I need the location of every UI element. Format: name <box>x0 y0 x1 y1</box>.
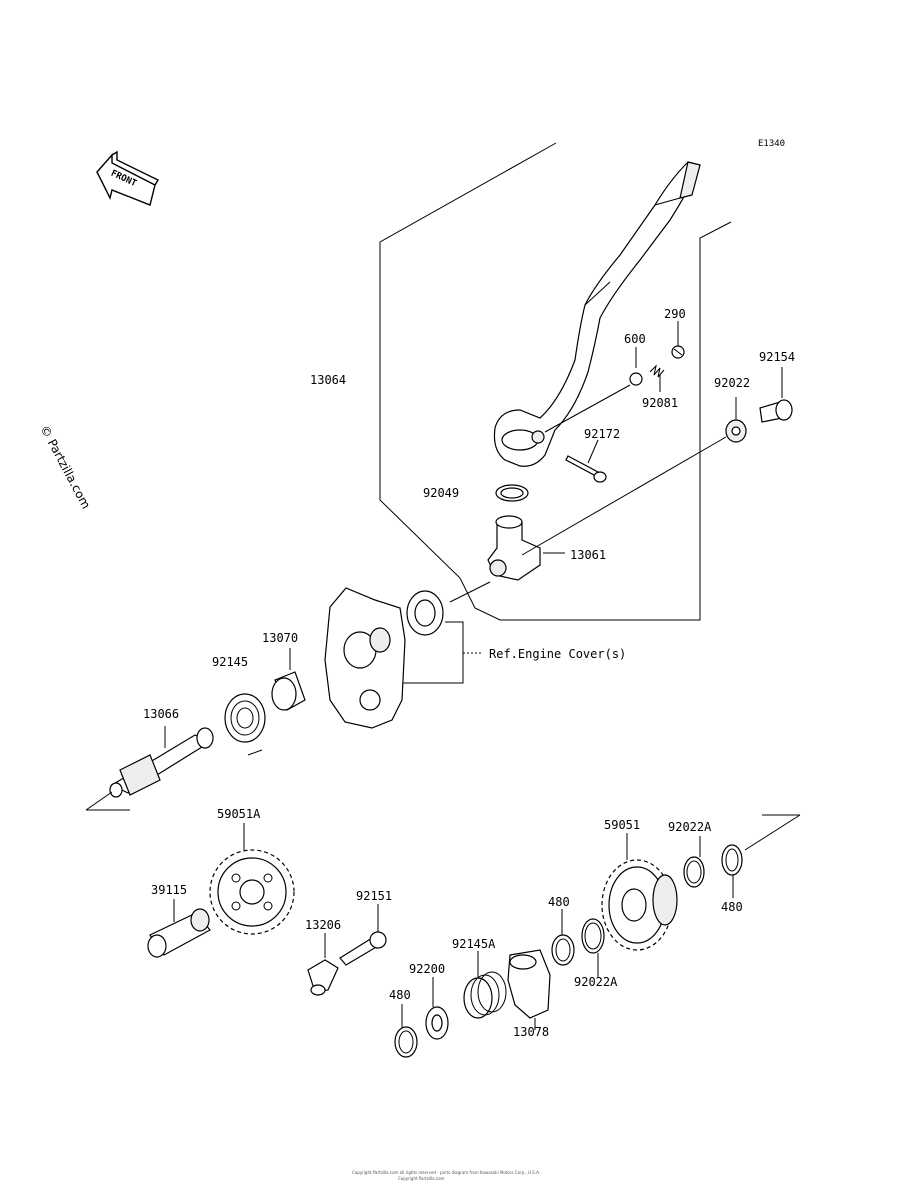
footer-line-1: Copyright Partzilla.com all rights reser… <box>352 1170 540 1175</box>
shaft-13066-illustration <box>109 727 214 798</box>
label-92200: 92200 <box>409 962 445 976</box>
label-59051: 59051 <box>604 818 640 832</box>
label-13078: 13078 <box>513 1025 549 1039</box>
watermark: © Partzilla.com <box>37 423 93 511</box>
engine-cover-illustration <box>324 587 406 729</box>
label-92154: 92154 <box>759 350 795 364</box>
front-arrow-icon: FRONT <box>96 150 159 206</box>
label-480-top: 480 <box>548 895 570 909</box>
label-480-right: 480 <box>721 900 743 914</box>
ball-600-illustration <box>629 372 643 386</box>
bolt-92151-illustration <box>339 931 387 966</box>
label-290: 290 <box>664 307 686 321</box>
label-92151: 92151 <box>356 889 392 903</box>
gear-13078-illustration <box>507 949 551 1019</box>
kick-pedal-illustration <box>493 161 701 467</box>
diagram-code: E1340 <box>758 139 785 149</box>
pin-39115-illustration <box>147 908 211 958</box>
washer-92022A-bottom-illustration <box>581 918 605 954</box>
spring-92081-illustration <box>649 364 665 378</box>
washer-92022-illustration <box>725 419 747 443</box>
label-600: 600 <box>624 332 646 346</box>
gear-59051A-illustration <box>209 849 295 935</box>
label-92022: 92022 <box>714 376 750 390</box>
plug-290-illustration <box>671 345 685 359</box>
bushing-13070-illustration <box>271 671 306 711</box>
label-13066: 13066 <box>143 707 179 721</box>
shaft-13061-illustration <box>487 515 541 581</box>
washer-92049-illustration <box>495 484 529 502</box>
label-13206: 13206 <box>305 918 341 932</box>
label-59051A: 59051A <box>217 807 261 821</box>
washer-92200-illustration <box>425 1006 449 1040</box>
label-92172: 92172 <box>584 427 620 441</box>
footer-line-2: Copyright Partzilla.com <box>398 1176 445 1181</box>
label-92145: 92145 <box>212 655 248 669</box>
label-92022A-bottom: 92022A <box>574 975 618 989</box>
washer-92022A-top-illustration <box>683 856 705 888</box>
circlip-480-right-illustration <box>721 844 743 876</box>
label-13061: 13061 <box>570 548 606 562</box>
label-480-bottom: 480 <box>389 988 411 1002</box>
label-39115: 39115 <box>151 883 187 897</box>
circlip-480-bottom-illustration <box>394 1026 418 1058</box>
spring-92145-illustration <box>224 693 266 756</box>
label-92022A-top: 92022A <box>668 820 712 834</box>
spring-92145A-illustration <box>463 971 507 1019</box>
reference-label: Ref.Engine Cover(s) <box>489 647 626 661</box>
label-92145A: 92145A <box>452 937 496 951</box>
assembly-frame <box>379 142 732 621</box>
label-13070: 13070 <box>262 631 298 645</box>
label-92081: 92081 <box>642 396 678 410</box>
label-13064: 13064 <box>310 373 346 387</box>
circlip-480-top-illustration <box>551 934 575 966</box>
bolt-92154-illustration <box>759 399 793 423</box>
plate-13206-illustration <box>307 959 339 996</box>
gear-59051-illustration <box>601 859 678 951</box>
oil-seal-illustration <box>406 590 444 636</box>
label-92049: 92049 <box>423 486 459 500</box>
bolt-92172-illustration <box>565 455 607 483</box>
